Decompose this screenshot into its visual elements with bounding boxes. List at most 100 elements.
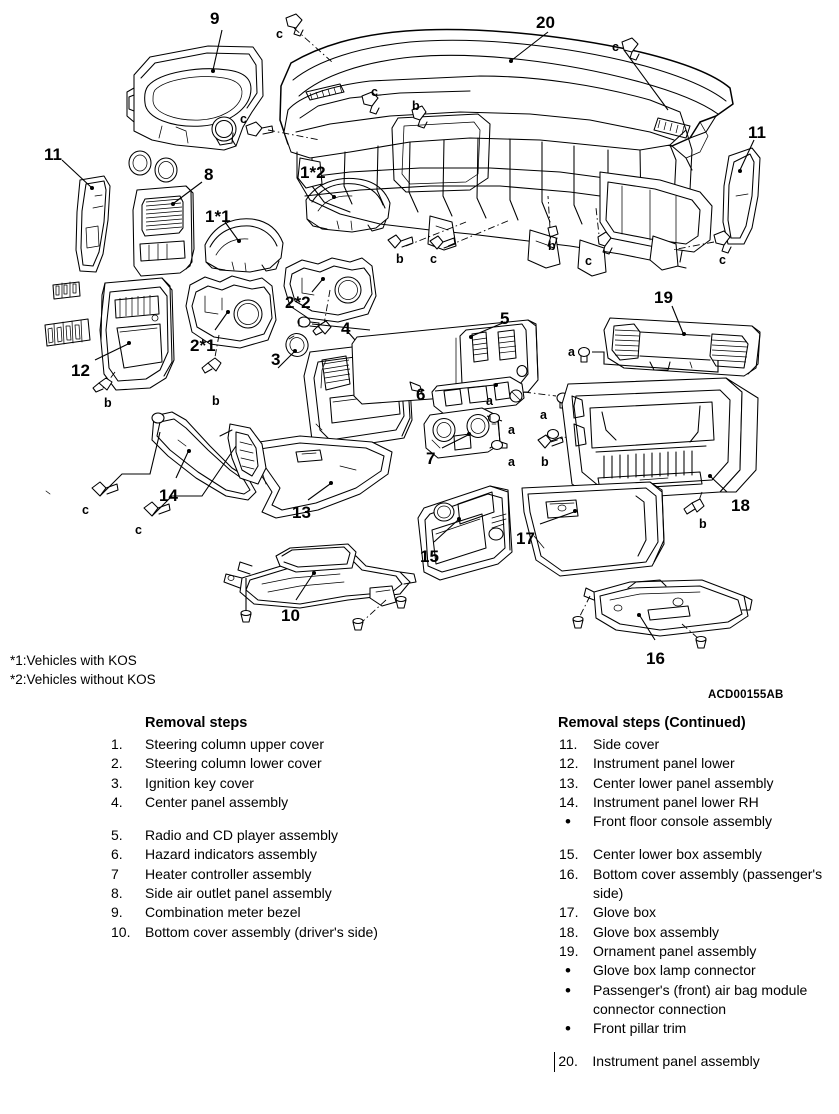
fastener-label-c-3: c (240, 112, 247, 126)
removal-step-label: Front pillar trim (593, 1020, 687, 1037)
callout-5: 5 (500, 309, 510, 328)
removal-step-number: 16. (559, 865, 579, 882)
removal-step-number: 8. (111, 885, 123, 902)
fastener-screw-b-18 (683, 498, 705, 515)
part-clip-strip-large (44, 318, 91, 347)
removal-step-number: 6. (111, 846, 123, 863)
removal-step-number: • (565, 980, 571, 1000)
removal-step-item: 8.Side air outlet panel assembly (110, 884, 410, 903)
removal-step-number: 13. (559, 774, 579, 791)
callout-13: 13 (292, 503, 311, 522)
removal-step-number: 7 (111, 865, 119, 882)
removal-step-item: •Front pillar trim (558, 1019, 833, 1038)
removal-step-item: 1.Steering column upper cover (110, 735, 410, 754)
removal-step-item: 11.Side cover (558, 735, 833, 754)
removal-step-label: Heater controller assembly (145, 865, 312, 882)
part-side-air-outlet-panel (132, 185, 195, 277)
removal-step-item: 14.Instrument panel lower RH (558, 793, 833, 812)
part-glove-box (521, 481, 665, 577)
removal-step-number: 14. (559, 793, 579, 810)
removal-step-number: 9. (111, 904, 123, 921)
removal-step-label: Passenger's (front) air bag module conne… (593, 981, 808, 1017)
callout-16: 16 (646, 649, 665, 668)
removal-step-label: Bottom cover assembly (driver's side) (145, 923, 378, 940)
callout-14: 14 (159, 486, 178, 505)
part-side-cover-right (722, 147, 761, 245)
fastener-clip-10c (395, 595, 407, 609)
removal-step-number: 4. (111, 793, 123, 810)
fastener-screw-b-12 (92, 377, 113, 393)
fastener-bolt-c-top-left (285, 13, 304, 37)
part-ignition-key-cover (285, 333, 309, 357)
part-bottom-cover-assembly-driver (223, 543, 417, 609)
removal-step-item: 5. Radio and CD player assembly (110, 826, 410, 845)
callout-18: 18 (731, 496, 750, 515)
removal-step-item: 9. Combination meter bezel (110, 903, 410, 922)
removal-step-item: 15.Center lower box assembly (558, 845, 833, 864)
removal-step-item: •Front floor console assembly (558, 812, 833, 831)
footnote-1: *1:Vehicles with KOS (10, 653, 137, 668)
removal-step-item: 10. Bottom cover assembly (driver's side) (110, 923, 410, 942)
part-instrument-panel-lower-rh (151, 411, 267, 501)
fastener-label-b-19: b (699, 517, 707, 531)
removal-step-number: 17. (559, 904, 579, 921)
part-steering-column-lower-cover (185, 275, 277, 349)
fastener-screw-2-2 (312, 320, 332, 336)
removal-step-number: 18. (559, 923, 579, 940)
part-hazard-indicators-assembly (431, 376, 525, 415)
fastener-bolt-b-panel-center (411, 105, 428, 129)
callout-19: 19 (654, 288, 673, 307)
fastener-bolt-c-14a (91, 481, 119, 497)
part-instrument-panel-assembly (279, 28, 734, 277)
fastener-bolt-c-far-right (713, 230, 732, 254)
fastener-label-b-12: b (212, 394, 220, 408)
fastener-screw-5 (297, 316, 320, 328)
callout-20: 20 (536, 13, 555, 32)
fastener-label-c-1: c (276, 27, 283, 41)
fastener-clip-10a (240, 609, 252, 623)
removal-step-item: •Glove box lamp connector (558, 961, 833, 980)
removal-step-item: 19.Ornament panel assembly (558, 942, 833, 961)
removal-step-label: Combination meter bezel (145, 904, 301, 921)
removal-step-label: Radio and CD player assembly (145, 827, 338, 844)
drawing-code: ACD00155AB (708, 689, 784, 701)
footnotes: *1:Vehicles with KOS *2:Vehicles without… (10, 651, 156, 689)
fastener-screw-c-lower-center (429, 235, 456, 250)
fastener-bolt-c-bezel (245, 121, 274, 137)
removal-step-label: Instrument panel lower (593, 755, 735, 772)
removal-step-item: 13.Center lower panel assembly (558, 774, 833, 793)
fastener-label-a-13: a (568, 345, 575, 359)
fastener-screw-b-right (537, 434, 564, 449)
fastener-label-a-14: a (486, 394, 493, 408)
removal-step-number: 19. (559, 942, 579, 959)
fastener-clip-10b (352, 617, 364, 631)
removal-step-label: Hazard indicators assembly (145, 846, 317, 863)
callout-3: 3 (271, 350, 281, 369)
removal-steps-continued-heading: Removal steps (Continued) (558, 715, 746, 731)
removal-step-item: • Passenger's (front) air bag module conn… (558, 981, 833, 1020)
fastener-label-b-8: b (548, 239, 556, 253)
removal-step-item: 3.Ignition key cover (110, 774, 410, 793)
callout-10: 10 (281, 606, 300, 625)
removal-step-number: 5. (111, 827, 123, 844)
callout-2-star-2: 2*2 (285, 293, 311, 312)
callout-11-left: 11 (44, 145, 62, 164)
callout-2-star-1: 2*1 (190, 336, 216, 355)
fastener-screw-b-lower-center (387, 234, 414, 249)
removal-steps-left: Removal steps 1.Steering column upper co… (110, 714, 410, 942)
removal-step-number: 10. (111, 923, 131, 940)
fastener-label-b-5: b (412, 99, 420, 113)
exploded-diagram: 9 20 11 11 8 1*2 1*1 2*2 19 2*1 12 3 4 5… (44, 10, 766, 668)
part-side-cover-left (75, 175, 111, 273)
part-steering-column-upper-cover (204, 218, 284, 273)
fastener-clip-16a (572, 615, 584, 629)
removal-step-number: 12. (559, 755, 579, 772)
removal-step-label: Front floor console assembly (593, 813, 772, 830)
fastener-bolt-c-right-lower (597, 231, 613, 255)
callout-11-right: 11 (748, 123, 766, 142)
callout-4: 4 (341, 319, 351, 338)
removal-steps-heading: Removal steps (145, 715, 248, 731)
part-bottom-cover-assembly-passenger (583, 579, 753, 637)
removal-step-label: Glove box (593, 904, 657, 921)
